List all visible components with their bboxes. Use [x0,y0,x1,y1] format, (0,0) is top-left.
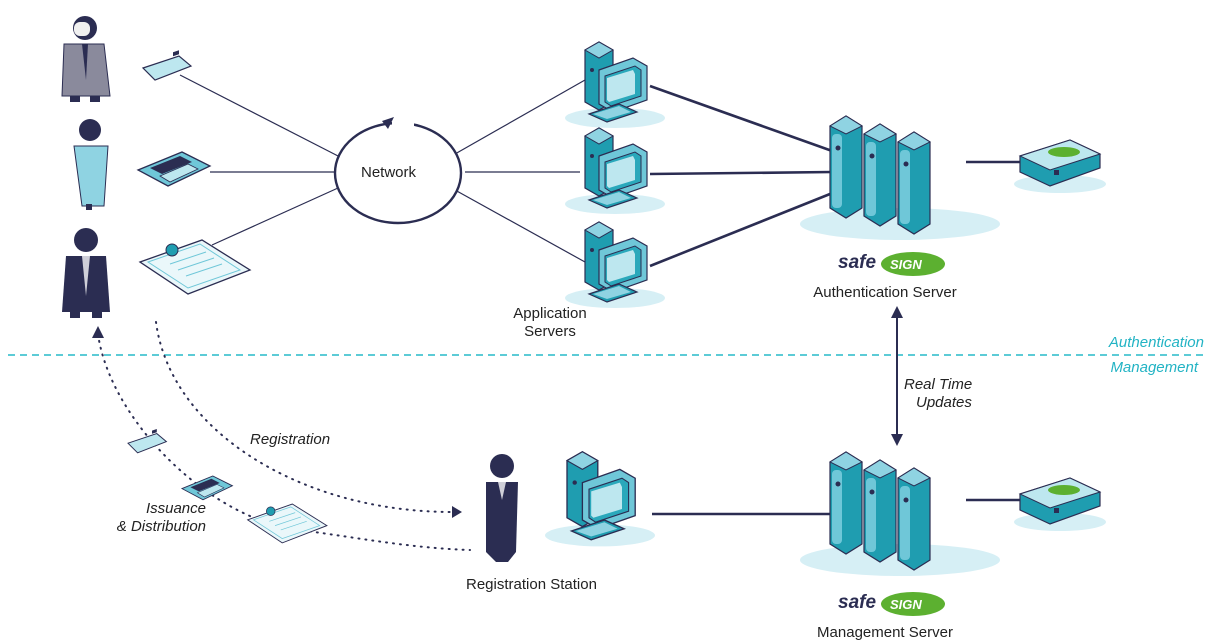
auth-safesign-logo-shape [881,252,945,276]
realtime-updates-label: Real Time Updates [904,376,973,411]
auth-logo-sign-text: SIGN [890,257,922,272]
keypad-token-icon [137,151,211,187]
realtime-update-arrow [891,306,903,446]
mgmt-safesign-logo-shape [881,592,945,616]
smart-card-icon [142,49,192,81]
registration-officer [486,454,518,562]
application-servers-label: Application Servers [513,305,587,340]
registration-station-label: Registration Station [466,576,597,593]
mgmt-safesign-token-icon [1013,477,1107,532]
auth-safesign-token-icon [1013,139,1107,194]
user-man-navy [62,228,110,318]
mgmt-logo-safe-text: safe [838,592,877,613]
zone-authentication-label: Authentication [1108,334,1204,351]
registration-label: Registration [250,431,331,448]
authentication-server-icon [799,115,1001,241]
zone-management-label: Management [1110,359,1198,376]
app-server-pc-2 [564,127,666,215]
user-woman-teal [73,119,109,210]
issued-certificate-icon [247,503,328,544]
app-server-pc-1 [564,41,666,129]
mgmt-logo-sign-text: SIGN [890,597,922,612]
network-ring [333,117,463,225]
dotted-paths [97,321,471,551]
certificate-icon [139,239,251,295]
user-man-grey [61,16,111,102]
management-server-label: Management Server [817,624,953,641]
app-to-auth-lines [649,84,1020,516]
network-label: Network [361,164,417,181]
management-server-icon [799,451,1001,577]
issuance-label: Issuance & Distribution [116,500,206,535]
registration-station-pc [544,451,656,548]
user-connection-lines [179,74,586,263]
authentication-server-label: Authentication Server [813,284,957,301]
auth-logo-safe-text: safe [838,252,877,273]
issued-card-icon [127,428,167,454]
